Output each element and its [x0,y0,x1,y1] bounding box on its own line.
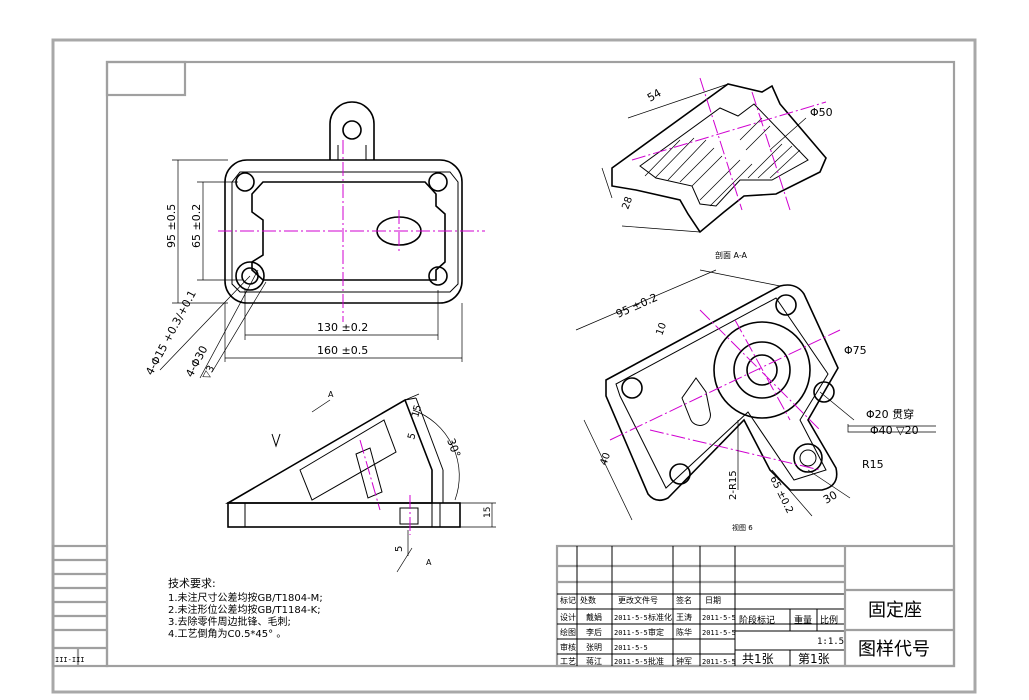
dim-side-15a: 15 [410,404,424,419]
tb-row2-date: 2011-5-5 [614,629,648,637]
title-block: 标记 处数 更改文件号 签名 日期 设计 戴娟 2011-5-5 标准化 王涛 … [555,544,956,668]
sheet-frame: III-III [51,38,977,694]
tb-row1-label: 设计 [560,612,576,622]
dim-iso-phi40: Φ40 ▽20 [870,424,919,437]
tb-row1-role: 标准化 [648,612,672,622]
dim-side-5a: 5 [406,432,418,441]
dim-iso-10: 10 [654,321,669,337]
tb-header-count: 处数 [580,595,596,605]
tb-row3-name: 张明 [586,643,602,652]
drawing-code-label: 图样代号 [858,639,930,660]
notes-item-1: 1.未注尺寸公差均按GB/T1804-M; [168,591,323,604]
tb-header-sign: 签名 [676,595,692,605]
dim-iso-phi75: Φ75 [844,344,867,357]
side-view: 15 5 30° 15 5 A A [225,390,496,573]
dim-iso-40: 40 [598,451,613,467]
tb-row4-date: 2011-5-5 [614,658,648,666]
tb-ratio-label: 比例 [820,614,838,626]
tb-row2-role: 审定 [648,627,664,637]
left-stamp: III-III [55,656,85,664]
tb-stage-label: 阶段标记 [739,614,775,626]
dim-front-depth: ▽3 [201,364,217,382]
tb-scale: 1:1.5 [817,637,844,647]
technical-requirements: 技术要求: 1.未注尺寸公差均按GB/T1804-M; 2.未注形位公差均按GB… [168,577,323,640]
tb-row3-date: 2011-5-5 [614,644,648,652]
dim-iso-phi20: Φ20 贯穿 [866,407,914,421]
tb-weight-label: 重量 [794,614,812,626]
tb-header-mark: 标记 [560,595,576,605]
tb-row1-name: 戴娟 [586,612,602,622]
dim-iso-65: 65 ±0.2 [767,474,795,515]
dim-front-95: 95 ±0.5 [165,204,178,248]
iso-label: 视图 6 [732,523,753,532]
dim-iso-95: 95 ±0.2 [614,291,660,321]
tb-row4-person: 钟军 [676,656,692,666]
notes-item-3: 3.去除零件周边批锋、毛刺; [168,615,291,628]
tb-header-doc: 更改文件号 [618,595,658,605]
dim-side-5b: 5 [394,546,405,552]
marker-a-bottom: A [426,558,432,567]
section-label: 剖面 A-A [715,250,748,260]
tb-row4-role: 批准 [648,656,664,666]
tb-row4-label: 工艺 [560,657,576,666]
drawing-title: 固定座 [868,600,922,621]
dim-section-54: 54 [645,86,664,104]
dim-iso-r15: R15 [862,458,884,471]
tb-row4-date2: 2011-5-5 [702,658,736,666]
tb-row1-date: 2011-5-5 [614,614,648,622]
tb-row4-name: 蒋江 [586,656,602,666]
tb-row1-person: 王涛 [676,612,692,622]
marker-a-top: A [328,390,334,399]
section-view: 54 Φ50 28 剖面 A-A [601,77,833,260]
notes-item-2: 2.未注形位公差均按GB/T1184-K; [168,603,321,616]
tb-row3-label: 审核 [560,642,576,652]
tb-row2-date2: 2011-5-5 [702,629,736,637]
tb-row2-person: 陈华 [676,627,692,637]
dim-front-160: 160 ±0.5 [317,344,368,357]
dim-iso-2r15: 2-R15 [728,470,739,500]
dim-front-65: 65 ±0.2 [190,204,203,248]
tb-row2-name: 李后 [586,627,602,637]
notes-title: 技术要求: [168,577,216,590]
dim-side-angle: 30° [444,437,463,460]
front-view: 95 ±0.5 65 ±0.2 130 ±0.2 160 ±0.5 4-Φ15 … [143,101,485,382]
dim-iso-30: 30 [821,488,840,506]
dim-side-15b: 15 [483,507,493,518]
tb-row1-date2: 2011-5-5 [702,614,736,622]
dim-section-phi50: Φ50 [810,106,833,119]
tb-row2-label: 绘图 [560,627,576,637]
dim-section-28: 28 [620,195,635,211]
tb-sheets-total: 共1张 [742,652,774,666]
tb-sheet-no: 第1张 [798,652,830,666]
dim-front-130: 130 ±0.2 [317,321,368,334]
left-revision-grid: III-III [51,544,109,668]
notes-item-4: 4.工艺倒角为C0.5*45° 。 [168,628,286,640]
tb-header-date: 日期 [705,596,721,605]
isometric-view: 95 ±0.2 10 Φ75 Φ20 贯穿 Φ40 ▽20 R15 2-R15 … [575,269,936,532]
